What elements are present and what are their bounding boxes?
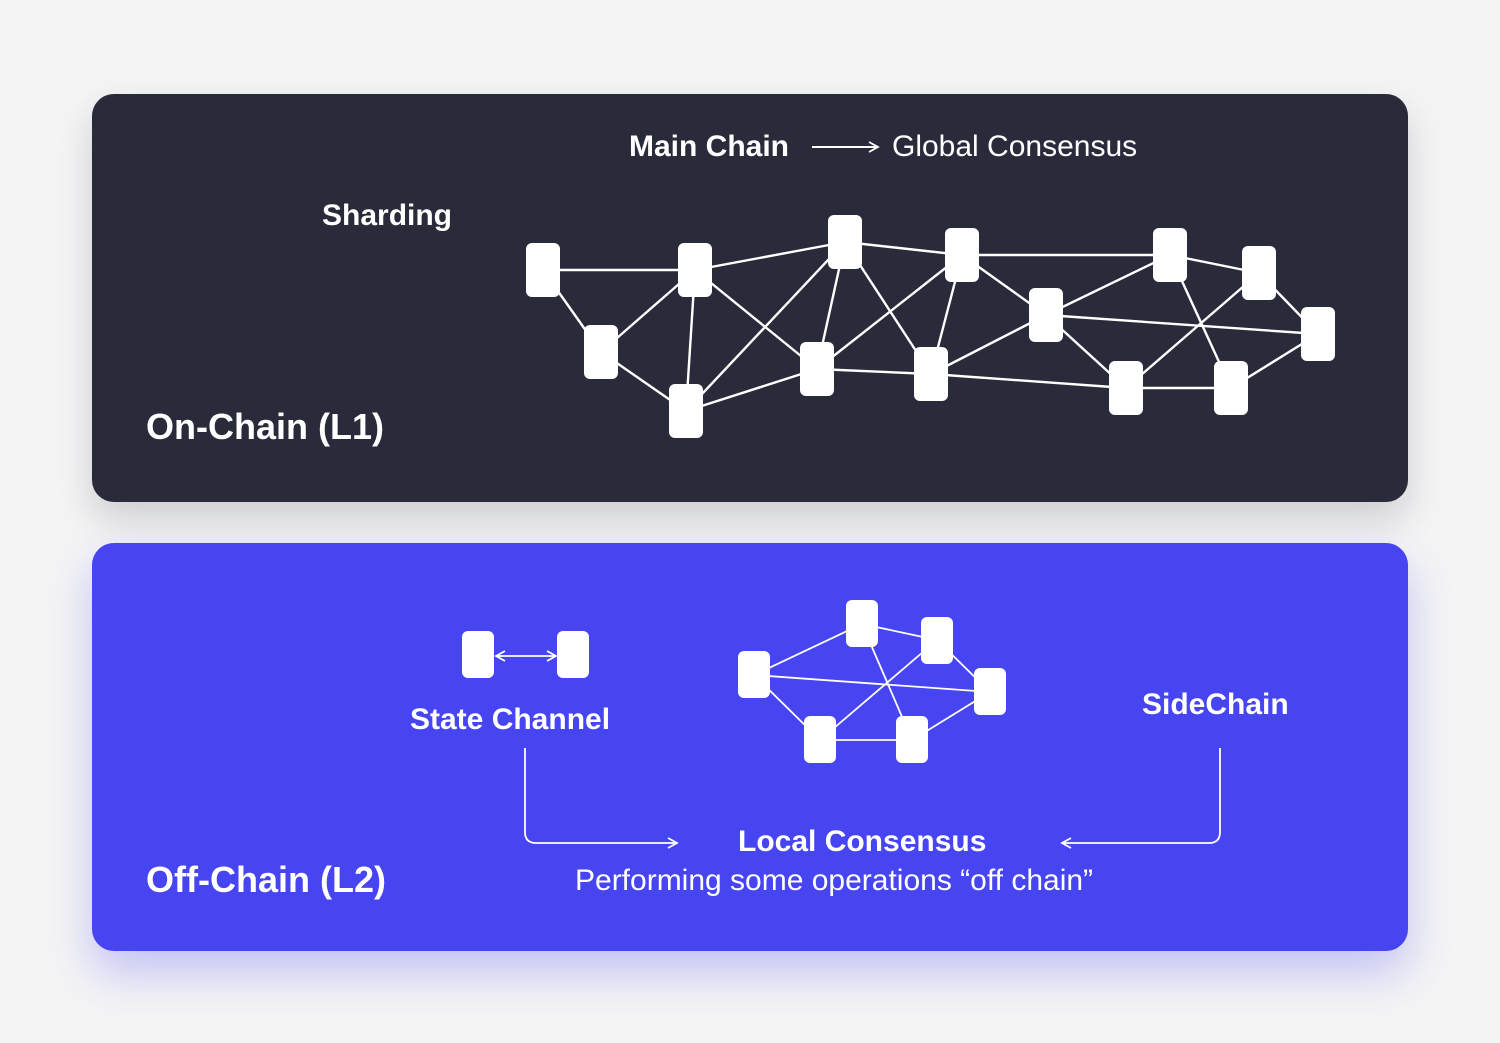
sharding-label: Sharding	[322, 199, 453, 232]
performing-operations-label: Performing some operations “off chain”	[575, 864, 1094, 897]
global-consensus-label: Global Consensus	[892, 130, 1138, 163]
local-consensus-label: Local Consensus	[738, 825, 987, 858]
off-chain-panel	[92, 543, 1408, 951]
main-chain-label: Main Chain	[629, 130, 790, 163]
state-channel-label: State Channel	[410, 703, 611, 736]
on-chain-layer-label: On-Chain (L1)	[146, 406, 384, 447]
off-chain-layer-label: Off-Chain (L2)	[146, 859, 386, 900]
sidechain-label: SideChain	[1142, 688, 1289, 721]
